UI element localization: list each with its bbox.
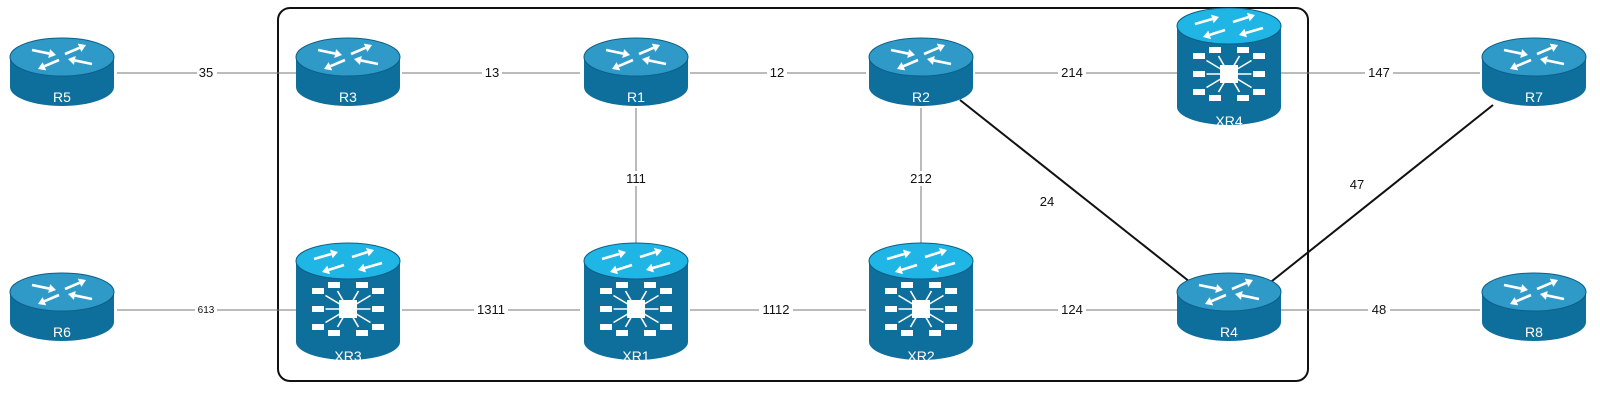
node-xr3: XR3	[295, 242, 401, 364]
link-24	[959, 99, 1191, 283]
hub-icon	[600, 282, 672, 336]
node-label-r8: R8	[1525, 324, 1543, 340]
router-arrows-icon	[605, 43, 667, 71]
node-r3: R3	[295, 37, 401, 106]
link-labels: 35 13 12 214 147 111 212 24 47 613 1311 …	[195, 65, 1393, 317]
router-arrows-icon	[31, 43, 93, 71]
router-icon	[295, 37, 401, 106]
switch-router-icon	[583, 242, 689, 360]
link-label-111: 111	[626, 171, 646, 186]
node-label-xr2: XR2	[907, 348, 934, 364]
node-label-r6: R6	[53, 324, 71, 340]
router-icon	[1176, 272, 1282, 341]
node-r5: R5	[9, 37, 115, 106]
node-r2: R2	[868, 37, 974, 106]
router-icon	[583, 37, 689, 106]
link-label-35: 35	[199, 65, 213, 80]
router-arrows-icon	[1503, 43, 1565, 71]
core-boundary	[277, 7, 1309, 382]
link-label-47: 47	[1350, 177, 1364, 192]
switch-router-icon	[1176, 7, 1282, 125]
node-r6: R6	[9, 272, 115, 341]
link-label-13: 13	[485, 65, 499, 80]
router-icon	[1481, 272, 1587, 341]
node-xr2: XR2	[868, 242, 974, 364]
switch-router-icon	[295, 242, 401, 360]
switch-arrows-icon	[1194, 12, 1264, 40]
router-arrows-icon	[317, 43, 379, 71]
switch-arrows-icon	[886, 247, 956, 275]
router-icon	[9, 272, 115, 341]
link-label-48: 48	[1372, 302, 1386, 317]
link-label-147: 147	[1368, 65, 1390, 80]
node-r4: R4	[1176, 272, 1282, 341]
link-label-212: 212	[910, 171, 932, 186]
node-r7: R7	[1481, 37, 1587, 106]
node-label-r5: R5	[53, 89, 71, 105]
link-label-12: 12	[770, 65, 784, 80]
node-r1: R1	[583, 37, 689, 106]
link-label-124: 124	[1061, 302, 1083, 317]
link-label-214: 214	[1061, 65, 1083, 80]
switch-router-icon	[868, 242, 974, 360]
hub-icon	[1193, 47, 1265, 101]
router-arrows-icon	[890, 43, 952, 71]
node-label-r1: R1	[627, 89, 645, 105]
router-arrows-icon	[1503, 278, 1565, 306]
switch-arrows-icon	[313, 247, 383, 275]
node-xr1: XR1	[583, 242, 689, 364]
router-icon	[9, 37, 115, 106]
node-label-r3: R3	[339, 89, 357, 105]
node-label-r2: R2	[912, 89, 930, 105]
link-label-1112: 1112	[763, 302, 790, 317]
hub-icon	[885, 282, 957, 336]
link-label-613: 613	[198, 305, 215, 316]
node-xr4: XR4	[1176, 7, 1282, 129]
router-icon	[1481, 37, 1587, 106]
node-label-xr1: XR1	[622, 348, 649, 364]
node-r8: R8	[1481, 272, 1587, 341]
node-label-xr4: XR4	[1215, 113, 1242, 129]
link-47	[1266, 104, 1494, 286]
link-label-24: 24	[1040, 194, 1054, 209]
switch-arrows-icon	[601, 247, 671, 275]
router-icon	[868, 37, 974, 106]
router-arrows-icon	[1198, 278, 1260, 306]
node-label-xr3: XR3	[334, 348, 361, 364]
node-label-r7: R7	[1525, 89, 1543, 105]
hub-icon	[312, 282, 384, 336]
node-label-r4: R4	[1220, 324, 1238, 340]
router-arrows-icon	[31, 278, 93, 306]
link-label-1311: 1311	[477, 302, 505, 317]
